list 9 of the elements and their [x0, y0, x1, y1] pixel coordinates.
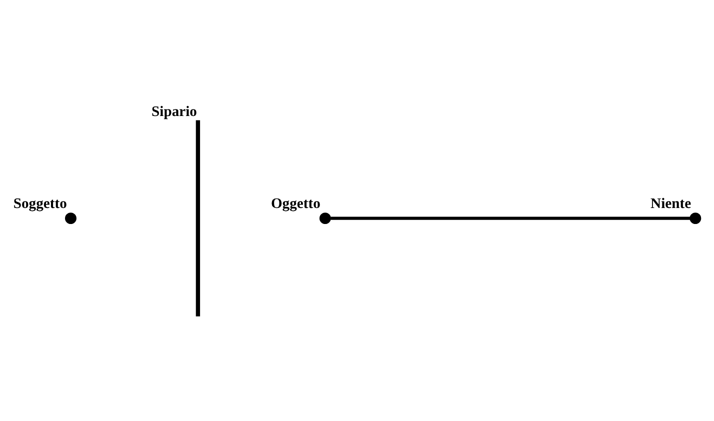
- node-label: Sipario: [152, 104, 197, 120]
- node-circle: [65, 212, 76, 224]
- node-circle: [690, 212, 702, 224]
- node-label: Niente: [650, 196, 692, 212]
- node-label: Oggetto: [270, 196, 320, 212]
- node-box: [196, 120, 200, 316]
- node-circle: [319, 212, 331, 224]
- node-label: Soggetto: [13, 196, 67, 212]
- connector: [330, 216, 690, 220]
